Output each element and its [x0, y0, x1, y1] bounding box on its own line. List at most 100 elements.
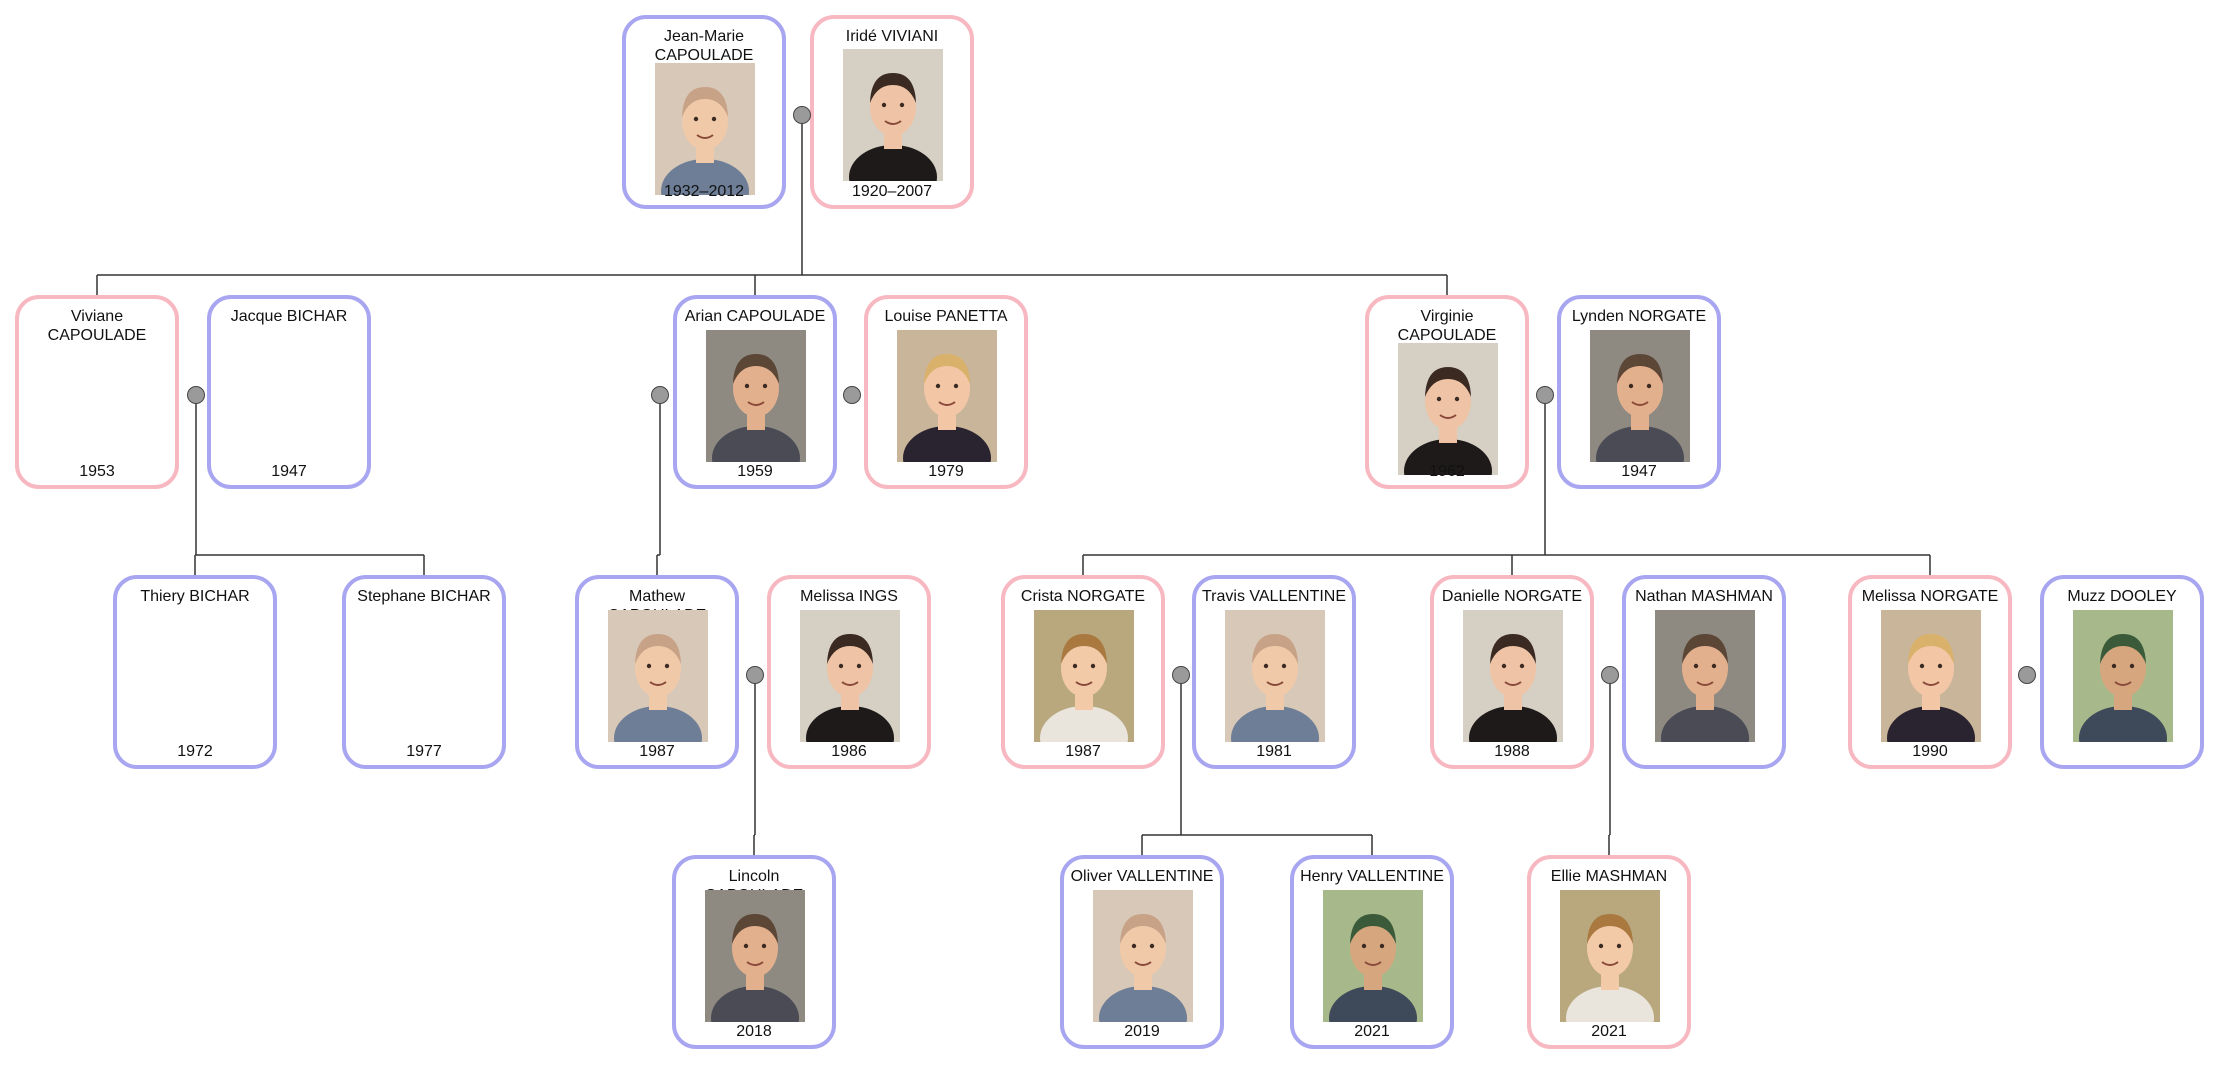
photo-eye-left	[1919, 663, 1925, 669]
photo-mouth	[1631, 401, 1649, 406]
photo-hair	[1908, 634, 1954, 664]
person-photo	[706, 330, 806, 462]
union-node-arian-louise[interactable]	[843, 386, 861, 404]
person-years: 1987	[1065, 743, 1101, 760]
photo-eye-left	[1263, 663, 1269, 669]
photo-mouth	[938, 401, 956, 406]
person-years: 1979	[928, 463, 964, 480]
person-card-nathan[interactable]: Nathan MASHMAN	[1622, 575, 1786, 769]
photo-eye-left	[935, 383, 941, 389]
photo-face	[1061, 639, 1107, 697]
photo-face	[1120, 919, 1166, 977]
person-photo	[1655, 610, 1755, 742]
photo-eye-right	[1379, 943, 1385, 949]
person-photo	[897, 330, 997, 462]
union-node-jean-marie-iride[interactable]	[793, 106, 811, 124]
photo-hair	[1617, 354, 1663, 384]
photo-mouth	[841, 681, 859, 686]
photo-eye-right	[953, 383, 959, 389]
person-photo	[1323, 890, 1423, 1022]
person-name: Travis VALLENTINE	[1201, 588, 1347, 605]
union-node-danielle-nathan[interactable]	[1601, 666, 1619, 684]
photo-eye-right	[1281, 663, 1287, 669]
photo-hair	[1587, 914, 1633, 944]
photo-eye-left	[881, 102, 887, 108]
photo-eye-right	[2129, 663, 2135, 669]
photo-eye-right	[1646, 383, 1652, 389]
photo-face	[1682, 639, 1728, 697]
photo-eye-left	[1501, 663, 1507, 669]
photo-mouth	[1922, 681, 1940, 686]
person-photo	[608, 610, 708, 742]
union-node-mathew-melissa[interactable]	[746, 666, 764, 684]
photo-eye-left	[1628, 383, 1634, 389]
photo-eye-right	[664, 663, 670, 669]
photo-face	[2100, 639, 2146, 697]
photo-eye-left	[1072, 663, 1078, 669]
person-years: 2021	[1354, 1023, 1390, 1040]
person-card-muzz[interactable]: Muzz DOOLEY	[2040, 575, 2204, 769]
union-node-arian-first[interactable]	[651, 386, 669, 404]
union-node-melissa-muzz[interactable]	[2018, 666, 2036, 684]
person-name: Viviane CAPOULADE	[47, 308, 147, 344]
photo-mouth	[696, 134, 714, 139]
photo-body	[1566, 986, 1654, 1022]
photo-eye-right	[899, 102, 905, 108]
person-years: 2019	[1124, 1023, 1160, 1040]
photo-mouth	[1439, 414, 1457, 419]
person-photo	[1398, 343, 1498, 475]
photo-mouth	[1504, 681, 1522, 686]
photo-mouth	[1601, 961, 1619, 966]
photo-face	[1490, 639, 1536, 697]
photo-mouth	[1075, 681, 1093, 686]
photo-hair	[635, 634, 681, 664]
photo-mouth	[746, 961, 764, 966]
photo-mouth	[1266, 681, 1284, 686]
photo-face	[682, 92, 728, 150]
photo-eye-left	[1361, 943, 1367, 949]
photo-hair	[870, 73, 916, 103]
person-name: Crista NORGATE	[1020, 588, 1146, 605]
photo-body	[903, 426, 991, 462]
photo-eye-right	[856, 663, 862, 669]
person-years: 1990	[1912, 743, 1948, 760]
person-name: Jacque BICHAR	[230, 308, 348, 325]
person-years: 1947	[1621, 463, 1657, 480]
union-node-crista-travis[interactable]	[1172, 666, 1190, 684]
photo-hair	[1061, 634, 1107, 664]
person-photo	[1093, 890, 1193, 1022]
person-years: 1962	[1429, 463, 1465, 480]
union-node-viviane-jacque[interactable]	[187, 386, 205, 404]
person-card-lincoln[interactable]: Lincoln CAPOULADE2018	[672, 855, 836, 1049]
union-node-virginie-lynden[interactable]	[1536, 386, 1554, 404]
photo-body	[849, 145, 937, 181]
photo-face	[1350, 919, 1396, 977]
person-card-mathew[interactable]: Mathew CAPOULADE1987	[575, 575, 739, 769]
photo-face	[733, 359, 779, 417]
photo-eye-right	[1519, 663, 1525, 669]
person-card-crista[interactable]: Crista NORGATE 1987	[1001, 575, 1165, 769]
photo-mouth	[747, 401, 765, 406]
person-name: Stephane BICHAR	[357, 588, 491, 605]
photo-hair	[733, 354, 779, 384]
person-years: 1986	[831, 743, 867, 760]
photo-eye-left	[1598, 943, 1604, 949]
